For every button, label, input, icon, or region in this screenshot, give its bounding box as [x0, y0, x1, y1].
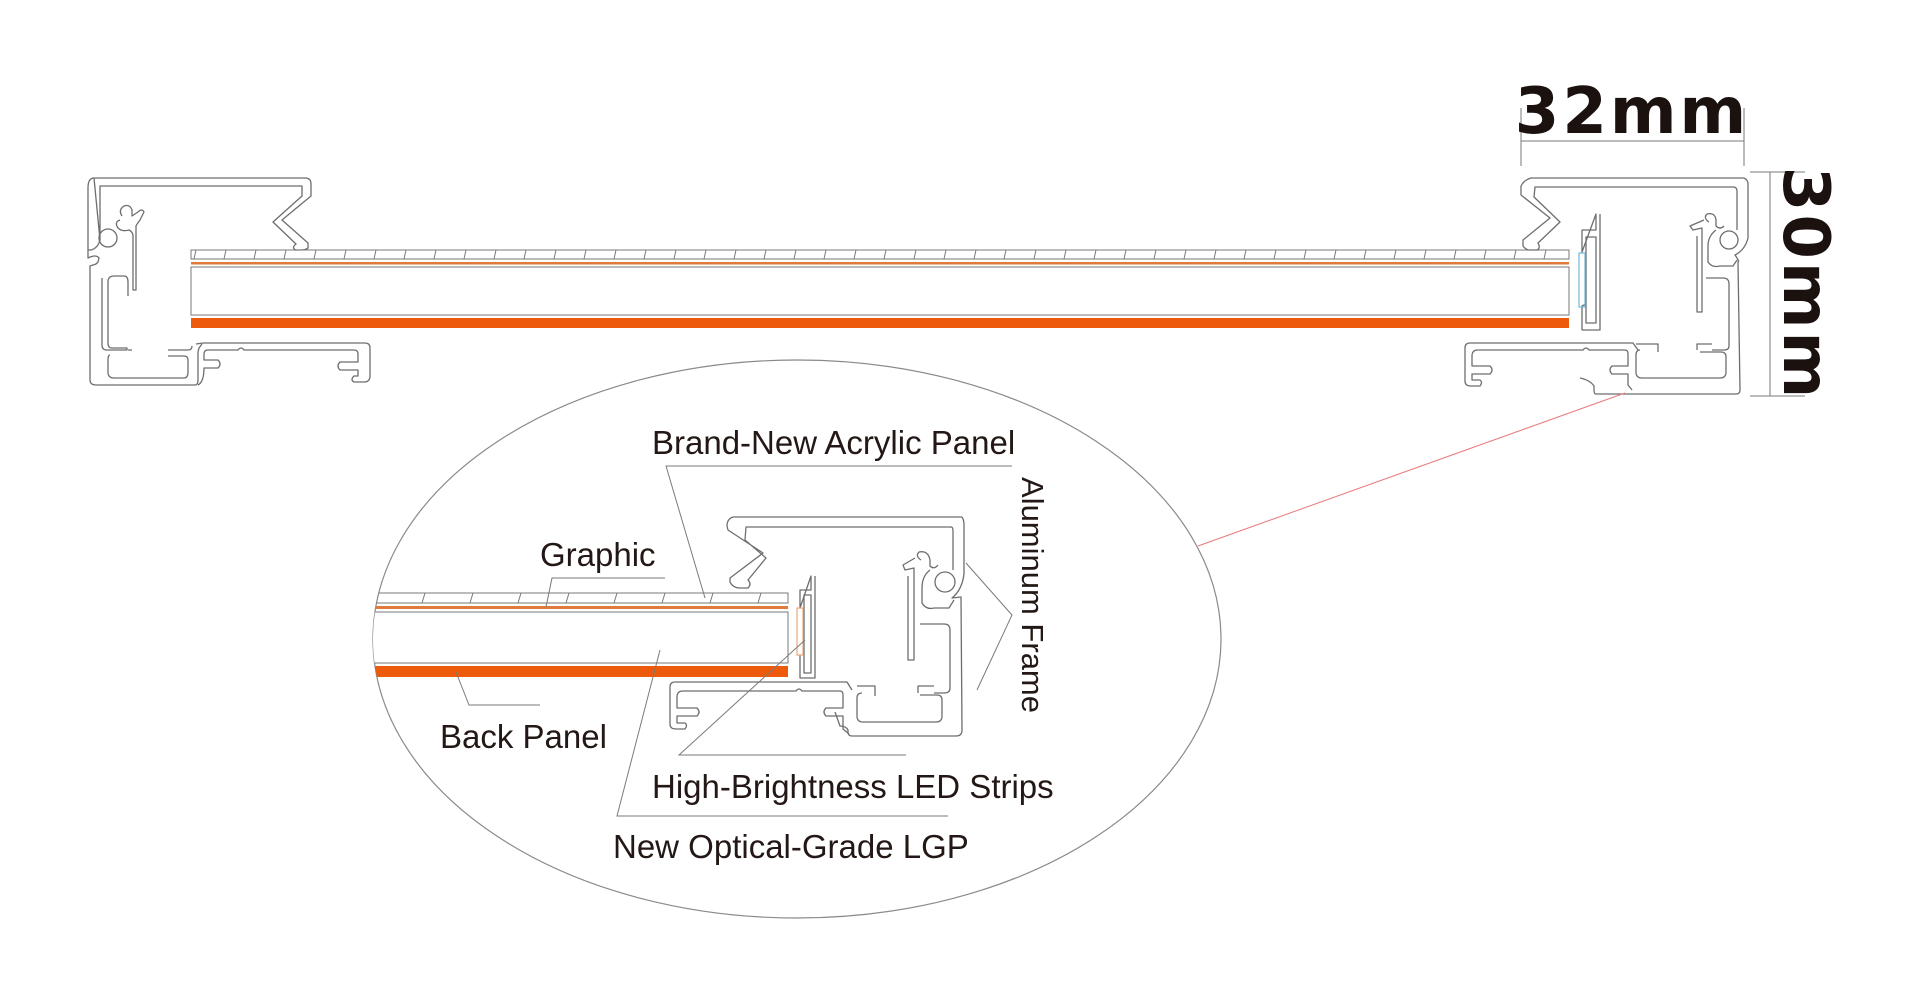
main-acrylic-line [191, 262, 1569, 265]
dimension-lines [1520, 108, 1805, 397]
main-led-strip [1578, 252, 1586, 308]
main-lgp [190, 266, 1570, 316]
label-aluminum-frame: Aluminum Frame [1015, 477, 1050, 713]
label-back-panel: Back Panel [440, 718, 607, 755]
main-graphic-layer [190, 249, 1570, 260]
detail-acrylic-line [373, 606, 788, 609]
detail-callout: Brand-New Acrylic Panel Graphic Aluminum… [372, 359, 1222, 919]
label-acrylic-panel: Brand-New Acrylic Panel [652, 424, 1015, 461]
main-panel-stack [190, 249, 1570, 328]
label-leader-lines [455, 465, 1013, 817]
detail-back-panel [373, 666, 788, 677]
main-back-panel [191, 318, 1569, 328]
right-aluminum-frame [1464, 177, 1749, 395]
detail-lgp [373, 611, 789, 664]
detail-aluminum-frame [669, 516, 965, 737]
detail-leader-line [1197, 392, 1626, 547]
label-led-strips: High-Brightness LED Strips [652, 768, 1054, 805]
height-dimension-label: 30mm [1768, 167, 1842, 401]
detail-graphic-layer [373, 592, 789, 604]
main-cross-section: 32mm 30mm [87, 75, 1842, 547]
width-dimension-label: 32mm [1515, 75, 1749, 149]
detail-led-strip [796, 607, 804, 656]
left-aluminum-frame [87, 177, 371, 386]
label-graphic: Graphic [540, 536, 656, 573]
label-lgp: New Optical-Grade LGP [613, 828, 969, 865]
